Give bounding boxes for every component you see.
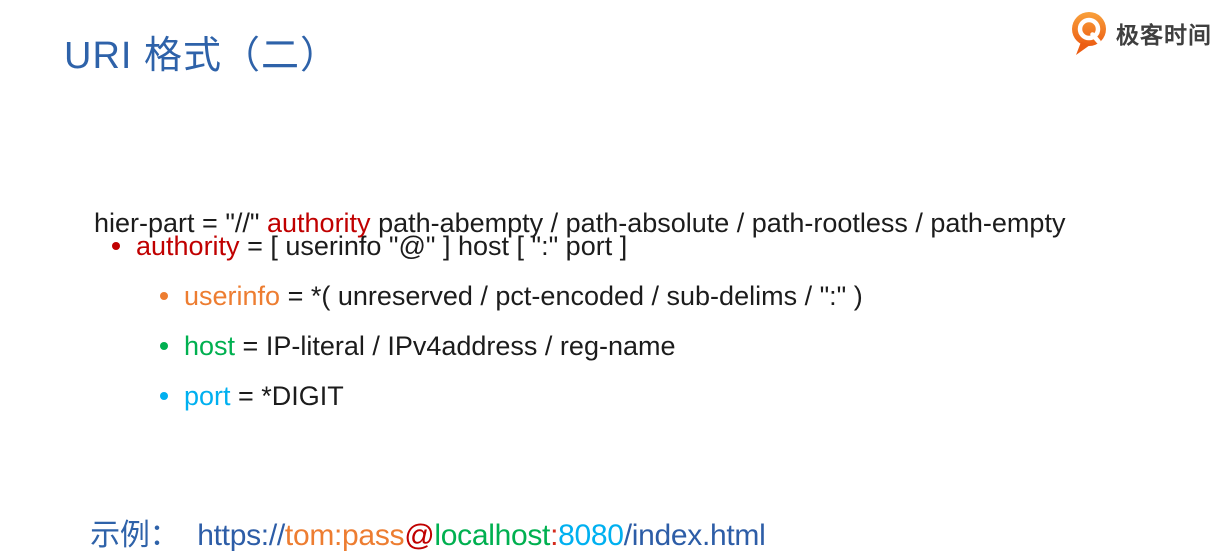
hier-part-pre: hier-part = "//"	[94, 208, 267, 239]
url-at-sign: @	[404, 519, 435, 552]
term-port: port	[184, 381, 231, 411]
bullet-authority: authority = [ userinfo "@" ] host [ ":" …	[112, 230, 627, 262]
example-url: https://tom:pass@localhost:8080/index.ht…	[197, 519, 766, 552]
page-title: URI 格式（二）	[64, 35, 340, 77]
bullet-userinfo: userinfo = *( unreserved / pct-encoded /…	[160, 280, 863, 312]
term-authority: authority	[136, 231, 240, 261]
term-userinfo: userinfo	[184, 281, 281, 311]
bullet-dot-icon	[160, 342, 168, 351]
rule-port: = *DIGIT	[230, 381, 344, 411]
bullet-host: host = IP-literal / IPv4address / reg-na…	[160, 330, 675, 362]
url-host: localhost	[434, 519, 551, 552]
geektime-logo-text: 极客时间	[1116, 22, 1212, 48]
url-scheme: https://	[197, 519, 285, 552]
rule-authority: = [ userinfo "@" ] host [ ":" port ]	[239, 231, 628, 261]
bullet-dot-icon	[160, 292, 168, 301]
rule-host: = IP-literal / IPv4address / reg-name	[235, 331, 676, 361]
hier-part-definition: hier-part = "//" authority path-abempty …	[64, 175, 1065, 272]
url-port: 8080	[558, 519, 624, 552]
url-port-colon: :	[550, 519, 559, 552]
term-host: host	[184, 331, 236, 361]
url-path: /index.html	[623, 519, 766, 552]
url-userinfo: tom:pass	[284, 519, 405, 552]
bullet-port: port = *DIGIT	[160, 380, 344, 412]
bullet-dot-icon	[112, 242, 120, 251]
hier-part-post: path-abempty / path-absolute / path-root…	[370, 208, 1066, 239]
bullet-dot-icon	[160, 392, 168, 401]
geektime-logo-icon	[1072, 12, 1106, 55]
hier-part-term-authority: authority	[267, 208, 371, 239]
geektime-logo: 极客时间	[1069, 10, 1212, 56]
example-label: 示例：	[90, 519, 180, 552]
example-line: 示例： https://tom:pass@localhost:8080/index…	[58, 476, 766, 556]
rule-userinfo: = *( unreserved / pct-encoded / sub-deli…	[280, 281, 863, 311]
